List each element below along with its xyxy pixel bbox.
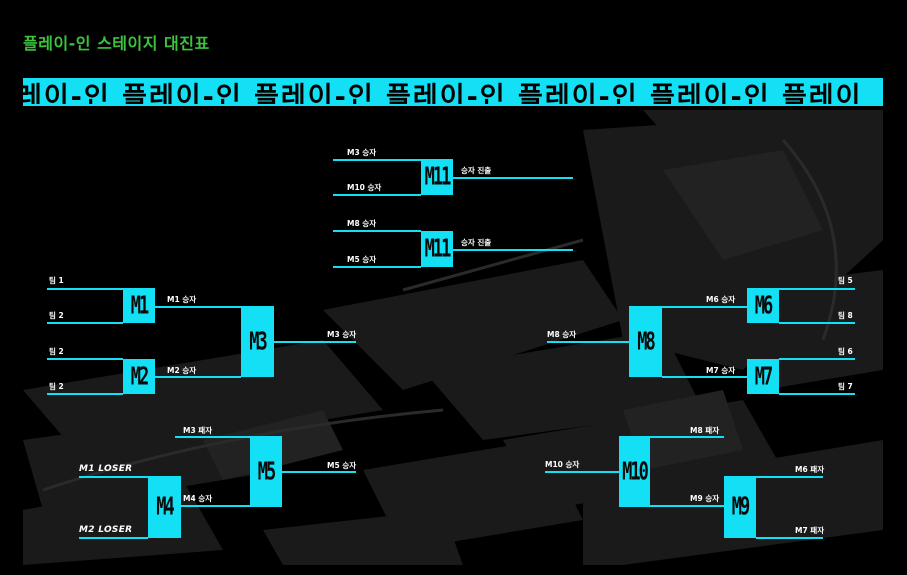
m9-out-label: M9 승자 [690,494,719,503]
m11b-out-label: 승자 진출 [461,238,491,247]
m7-out-label: M7 승자 [706,366,735,375]
m9-top-line [756,476,823,478]
m11a-out-line [453,177,573,179]
m6-top-line [779,288,855,290]
m1-top-line [47,288,123,290]
m4-out-line [181,505,250,507]
m7-bottom-line [779,393,855,395]
m6-bottom-label: 팀 8 [838,311,853,320]
m9-top-label: M6 패자 [795,465,824,474]
m11b-bottom-label: M5 승자 [347,255,376,264]
m7-box[interactable]: M7 [747,359,779,394]
m1-bottom-line [47,322,123,324]
m2-top-line [47,358,123,360]
m1-out-line [155,306,241,308]
m11b-box[interactable]: M11 [421,231,453,267]
m3-out-line [274,341,356,343]
m4-top-line [79,476,148,478]
m6-out-label: M6 승자 [706,295,735,304]
m1-top-label: 팀 1 [49,276,64,285]
m4-out-label: M4 승자 [183,494,212,503]
m4-top-label: M1 LOSER [79,465,132,474]
m2-out-label: M2 승자 [167,366,196,375]
m10-top-label: M8 패자 [690,426,719,435]
m2-bottom-line [47,393,123,395]
m6-box[interactable]: M6 [747,288,779,323]
m5-top-line [175,436,250,438]
m4-box[interactable]: M4 [148,476,181,538]
m9-box[interactable]: M9 [724,476,756,538]
m6-out-line [662,306,747,308]
m2-top-label: 팀 2 [49,347,64,356]
m5-box[interactable]: M5 [250,436,282,507]
m11b-top-line [333,230,421,232]
m1-box[interactable]: M1 [123,288,155,323]
m10-box[interactable]: M10 [619,436,650,507]
m2-bottom-label: 팀 2 [49,382,64,391]
m8-box[interactable]: M8 [629,306,662,377]
m8-out-label: M8 승자 [547,330,576,339]
m8-out-line [547,341,629,343]
m2-box[interactable]: M2 [123,359,155,394]
m6-top-label: 팀 5 [838,276,853,285]
m9-bottom-label: M7 패자 [795,526,824,535]
m9-out-line [650,505,724,507]
m11a-top-line [333,159,421,161]
m11a-box[interactable]: M11 [421,159,453,195]
m10-out-label: M10 승자 [545,460,579,469]
m10-top-line [650,436,724,438]
m11a-bottom-line [333,194,421,196]
m2-out-line [155,376,241,378]
m7-top-label: 팀 6 [838,347,853,356]
m11b-top-label: M8 승자 [347,219,376,228]
m6-bottom-line [779,322,855,324]
m10-out-line [545,471,619,473]
m7-bottom-label: 팀 7 [838,382,853,391]
m3-box[interactable]: M3 [241,306,274,377]
m4-bottom-label: M2 LOSER [79,526,132,535]
m1-out-label: M1 승자 [167,295,196,304]
m11b-bottom-line [333,266,421,268]
m11b-out-line [453,249,573,251]
m5-out-label: M5 승자 [327,461,356,470]
m11a-out-label: 승자 진출 [461,166,491,175]
m7-out-line [662,376,747,378]
m11a-bottom-label: M10 승자 [347,183,381,192]
m4-bottom-line [79,537,148,539]
m7-top-line [779,358,855,360]
m3-out-label: M3 승자 [327,330,356,339]
m5-top-label: M3 패자 [183,426,212,435]
m9-bottom-line [756,537,823,539]
m1-bottom-label: 팀 2 [49,311,64,320]
m11a-top-label: M3 승자 [347,148,376,157]
m5-out-line [282,471,356,473]
